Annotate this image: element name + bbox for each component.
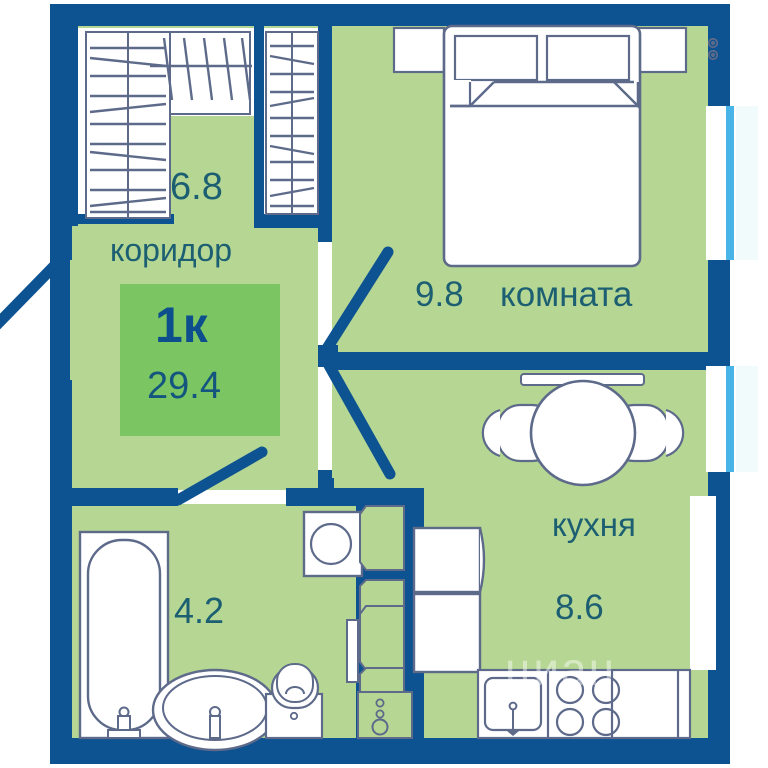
- bathtub: [78, 530, 170, 740]
- watermark: циан: [505, 643, 617, 695]
- ventilation-shaft: [357, 505, 413, 739]
- room-door: [320, 246, 394, 356]
- room-name: комната: [500, 275, 633, 314]
- bathroom-area: 4.2: [174, 590, 225, 631]
- kitchen-counter-run: [476, 668, 692, 740]
- dining-table-round: [529, 379, 637, 487]
- wardrobe-top: [150, 31, 252, 115]
- window-kitchen: [706, 366, 758, 472]
- dining-set: [481, 379, 685, 487]
- washing-machine: [302, 510, 364, 578]
- furniture-layer: [78, 24, 719, 752]
- area-badge-box: [120, 284, 280, 436]
- stove-four-burner: [555, 675, 621, 737]
- washbasin: [151, 668, 279, 752]
- kitchen-sink: [483, 676, 543, 736]
- nightstand-right: [634, 26, 688, 74]
- doors-layer: [0, 246, 396, 506]
- refrigerator: [412, 526, 486, 674]
- corridor-name: коридор: [110, 232, 233, 268]
- kitchen-door: [320, 354, 396, 480]
- wardrobe-right: [265, 31, 319, 215]
- electrical-outlets: [707, 37, 719, 61]
- window-room: [706, 106, 758, 260]
- rooms-count-badge: 1к: [155, 297, 208, 353]
- towel-rail: [346, 619, 359, 683]
- room-area: 9.8: [415, 275, 464, 314]
- wardrobe-left: [85, 31, 171, 219]
- toilet: [264, 663, 324, 740]
- entry-door: [0, 252, 68, 330]
- kitchen-name: кухня: [552, 506, 636, 543]
- kitchen-area: 8.6: [555, 588, 604, 627]
- bathroom-door: [172, 446, 268, 506]
- corridor-area: 6.8: [170, 166, 223, 208]
- windows-layer: [690, 106, 758, 670]
- total-area-badge: 29.4: [147, 365, 221, 407]
- bed-double: [442, 24, 642, 268]
- nightstand-left: [392, 26, 446, 74]
